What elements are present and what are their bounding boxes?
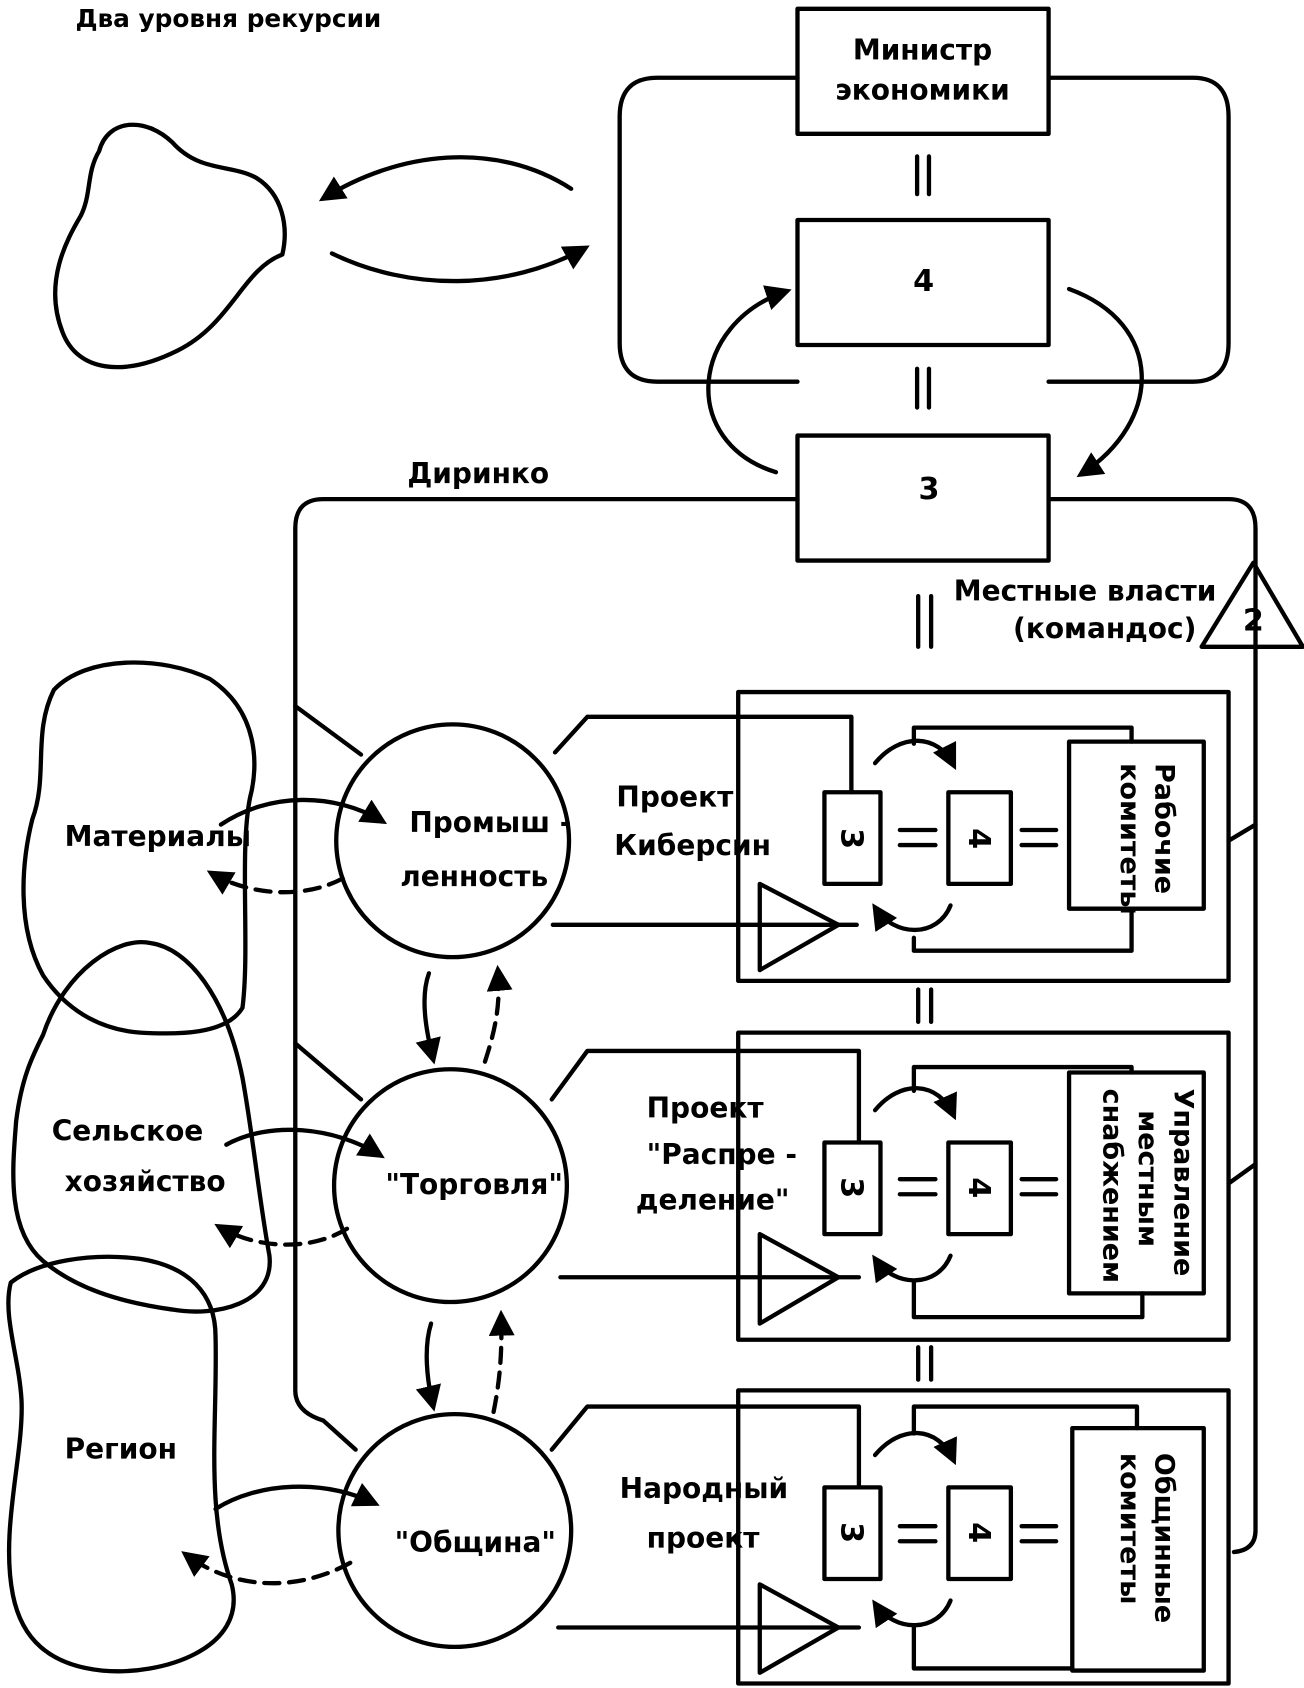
dirinko-to-cybersyn	[1226, 822, 1258, 843]
trade-project-link	[549, 1048, 862, 1280]
trade-to-agriculture-arrow	[214, 1223, 350, 1249]
peoples-label-line2: проект	[647, 1522, 761, 1555]
top-environment-blob	[53, 122, 287, 370]
top-environment-arrow-out	[318, 155, 574, 202]
system3-to-system4-arrow	[706, 285, 792, 475]
minister-label-line2: экономики	[835, 73, 1010, 106]
system2-triangle	[1199, 560, 1304, 649]
system4-label: 4	[913, 264, 934, 299]
project-distribution: 3 4	[736, 1030, 1231, 1342]
peoples-system3-label: 3	[834, 1522, 869, 1543]
workers-committees-line1: Рабочие	[1148, 763, 1179, 894]
community-circle	[336, 1411, 574, 1650]
project-cybersyn: 3 4	[736, 689, 1231, 984]
distribution-label-line2: "Распре -	[647, 1138, 797, 1171]
dirinko-label: Диринко	[407, 457, 549, 490]
distribution-label-line1: Проект	[647, 1092, 765, 1125]
minister-box	[795, 6, 1051, 136]
link-system4-system3	[914, 366, 932, 410]
industry-circle	[334, 722, 572, 960]
dirinko-loop	[293, 496, 1258, 1555]
cybersyn-label-line1: Проект	[616, 780, 734, 813]
community-committees-line1: Общинные	[1148, 1453, 1179, 1623]
community-to-region-arrow	[181, 1551, 353, 1586]
community-label: "Община"	[395, 1526, 556, 1559]
link-cybersyn-distribution	[916, 987, 934, 1024]
community-committees-line2: комитеты	[1114, 1453, 1145, 1605]
loop-left-to-trade	[293, 1041, 364, 1102]
system3-label: 3	[918, 472, 939, 507]
industry-label-line2: ленность	[400, 860, 548, 893]
loop-left-to-industry	[293, 703, 364, 757]
cybersyn-label-line2: Киберсин	[614, 829, 771, 862]
distribution-system4-label: 4	[961, 1177, 996, 1198]
agriculture-to-trade-arrow	[224, 1127, 385, 1159]
workers-committees-line2: комитеты	[1114, 763, 1145, 915]
system2-label: 2	[1243, 604, 1264, 639]
materials-to-industry-arrow	[218, 797, 388, 827]
trade-to-industry-arrow	[482, 964, 513, 1064]
supply-committees-line2: местным	[1132, 1110, 1163, 1247]
trade-circle	[331, 1067, 570, 1305]
community-to-trade-arrow	[488, 1309, 515, 1415]
trade-label: "Торговля"	[385, 1168, 563, 1201]
community-project-link	[549, 1404, 862, 1630]
system4-box	[795, 217, 1051, 348]
local-authorities-line1: Местные власти	[954, 574, 1217, 607]
cybersyn-system3-label: 3	[834, 828, 869, 849]
link-system3-to-projects	[916, 593, 934, 649]
peoples-system4-label: 4	[961, 1522, 996, 1543]
agriculture-label-line1: Сельское	[52, 1114, 204, 1147]
project-peoples: 3 4	[736, 1388, 1231, 1686]
industry-to-materials-arrow	[206, 870, 345, 895]
region-to-community-arrow	[213, 1482, 380, 1512]
cybersyn-system4-label: 4	[961, 828, 996, 849]
distribution-label-line3: деление"	[636, 1183, 790, 1216]
upper-metasystem-loop	[617, 75, 1231, 384]
top-environment-arrow-in	[329, 245, 590, 284]
system4-to-system3-arrow	[1066, 286, 1144, 478]
diagram-title: Два уровня рекурсии	[75, 4, 381, 33]
supply-committees-line3: снабжением	[1097, 1089, 1128, 1283]
supply-committees-line1: Управление	[1168, 1089, 1199, 1277]
trade-to-community-arrow	[415, 1321, 441, 1412]
minister-label-line1: Министр	[853, 33, 992, 66]
link-distribution-peoples	[916, 1345, 934, 1382]
local-authorities-line2: (командос)	[1013, 612, 1196, 645]
region-label: Регион	[65, 1432, 177, 1465]
industry-to-trade-arrow	[415, 971, 441, 1065]
distribution-system3-label: 3	[834, 1177, 869, 1198]
peoples-label-line1: Народный	[620, 1472, 789, 1505]
dirinko-to-distribution	[1226, 1161, 1258, 1186]
industry-label-line1: Промыш -	[409, 806, 571, 839]
region-blob	[6, 1254, 236, 1674]
industry-project-link	[550, 714, 859, 927]
link-minister-system4	[914, 154, 932, 197]
agriculture-label-line2: хозяйство	[65, 1165, 226, 1198]
agriculture-blob	[11, 939, 272, 1314]
